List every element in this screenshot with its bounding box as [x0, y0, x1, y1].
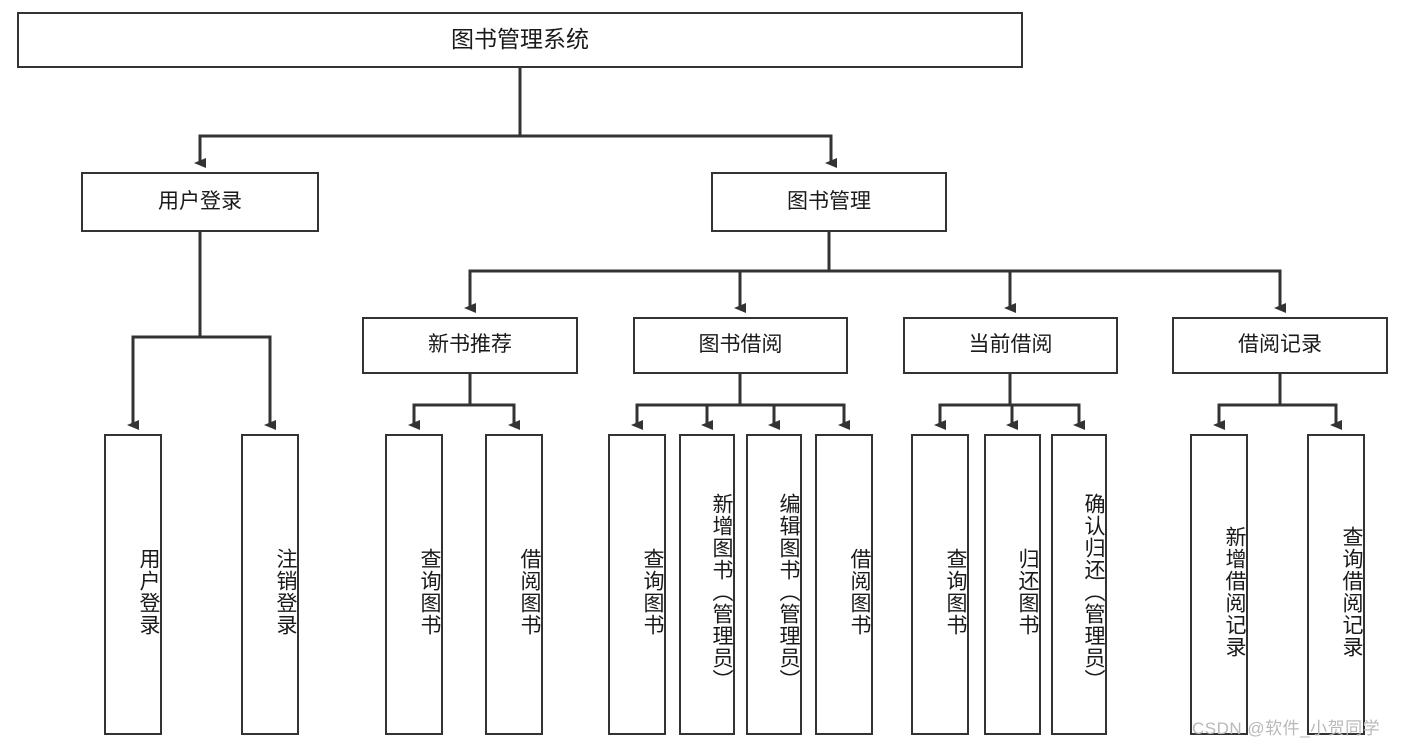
node-leaf-borrow-book[interactable]: 借阅图书 [815, 434, 873, 735]
node-book-manage[interactable]: 图书管理 [711, 172, 947, 232]
node-leaf-borrow-book-rec[interactable]: 借阅图书 [485, 434, 543, 735]
node-leaf-return-book-label: 归还图书 [1016, 547, 1039, 636]
node-current-borrow-label: 当前借阅 [968, 333, 1053, 357]
node-leaf-confirm-return-label: 确认归还（管理员） [1082, 492, 1105, 691]
node-leaf-query-book-borrow[interactable]: 查询图书 [608, 434, 666, 735]
node-borrow-record-label: 借阅记录 [1238, 333, 1322, 357]
node-leaf-query-book-current[interactable]: 查询图书 [911, 434, 969, 735]
node-leaf-query-book-current-label: 查询图书 [944, 547, 967, 636]
node-leaf-user-login-label: 用户登录 [137, 547, 160, 636]
node-book-manage-label: 图书管理 [787, 189, 871, 213]
csdn-watermark-text: CSDN @软件_小贺同学 [1192, 719, 1381, 738]
node-new-book-rec[interactable]: 新书推荐 [362, 317, 578, 374]
node-root-system[interactable]: 图书管理系统 [17, 12, 1023, 68]
node-book-borrow-label: 图书借阅 [698, 333, 783, 357]
node-leaf-add-book-label: 新增图书（管理员） [710, 492, 733, 691]
node-leaf-query-book-borrow-label: 查询图书 [641, 547, 664, 636]
node-leaf-user-logout-label: 注销登录 [274, 547, 297, 636]
node-leaf-add-record-label: 新增借阅记录 [1223, 525, 1246, 658]
node-leaf-add-book[interactable]: 新增图书（管理员） [679, 434, 735, 735]
node-borrow-record[interactable]: 借阅记录 [1172, 317, 1388, 374]
node-leaf-query-book-rec-label: 查询图书 [418, 547, 441, 636]
node-leaf-query-record-label: 查询借阅记录 [1340, 525, 1363, 658]
csdn-watermark: CSDN @软件_小贺同学 [1192, 714, 1380, 739]
node-leaf-edit-book[interactable]: 编辑图书（管理员） [746, 434, 802, 735]
node-root-label: 图书管理系统 [451, 26, 589, 53]
node-leaf-user-logout[interactable]: 注销登录 [241, 434, 299, 735]
node-new-book-rec-label: 新书推荐 [428, 333, 512, 357]
node-leaf-confirm-return[interactable]: 确认归还（管理员） [1051, 434, 1107, 735]
node-leaf-borrow-book-rec-label: 借阅图书 [518, 547, 541, 636]
node-leaf-return-book[interactable]: 归还图书 [984, 434, 1041, 735]
node-leaf-query-book-rec[interactable]: 查询图书 [385, 434, 443, 735]
node-leaf-query-record[interactable]: 查询借阅记录 [1307, 434, 1365, 735]
node-leaf-borrow-book-label: 借阅图书 [848, 547, 871, 636]
node-leaf-user-login[interactable]: 用户登录 [104, 434, 162, 735]
node-user-login-label: 用户登录 [158, 189, 242, 213]
node-book-borrow[interactable]: 图书借阅 [633, 317, 848, 374]
node-user-login[interactable]: 用户登录 [81, 172, 319, 232]
node-current-borrow[interactable]: 当前借阅 [903, 317, 1118, 374]
node-leaf-edit-book-label: 编辑图书（管理员） [777, 492, 800, 691]
node-leaf-add-record[interactable]: 新增借阅记录 [1190, 434, 1248, 735]
